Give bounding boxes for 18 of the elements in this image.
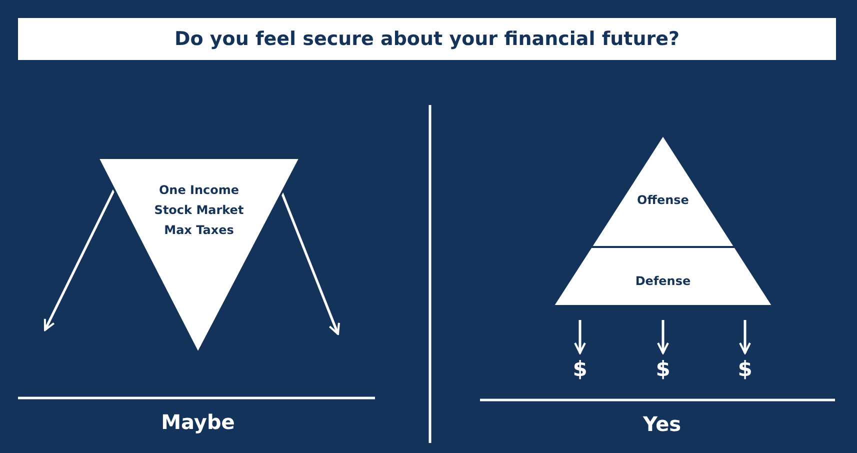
arrow — [657, 320, 669, 354]
arrow — [44, 189, 116, 331]
dollar-sign: $ — [648, 355, 678, 383]
node-text: One Income — [158, 182, 240, 199]
arrow — [574, 320, 586, 354]
arrow — [280, 192, 340, 335]
arrow — [739, 320, 751, 354]
node-text: Stock Market — [153, 202, 245, 219]
verdict-label: Maybe — [160, 410, 236, 434]
dollar-sign: $ — [730, 355, 760, 383]
verdict-label: Yes — [642, 412, 682, 436]
node-text: Offense — [636, 192, 690, 209]
node-text: Max Taxes — [163, 222, 235, 239]
node-text: Defense — [634, 273, 692, 290]
pyramid-base-trapezoid — [553, 247, 773, 306]
inverted-triangle — [98, 158, 300, 353]
title-banner: Do you feel secure about your financial future? — [18, 18, 836, 60]
dollar-sign: $ — [565, 355, 595, 383]
